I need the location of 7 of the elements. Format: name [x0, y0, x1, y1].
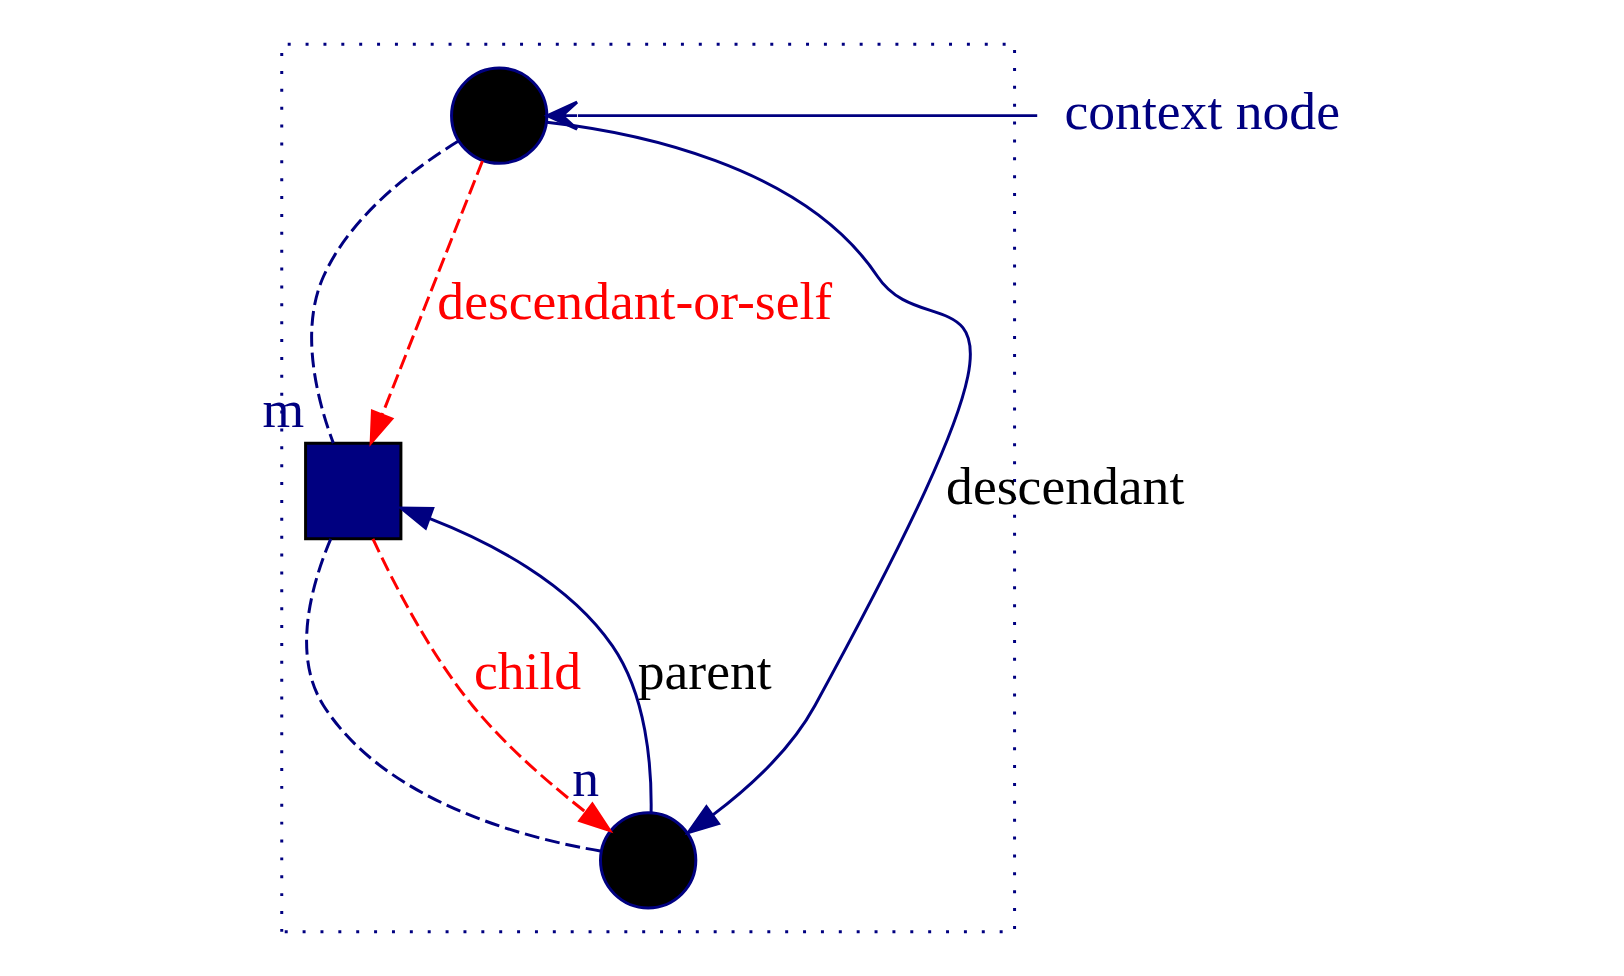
node-label: n [572, 748, 600, 809]
edge-label: parent [637, 640, 772, 701]
edge-label: descendant [946, 456, 1185, 517]
edge-label: child [473, 640, 582, 701]
node-text: context node [1064, 80, 1340, 141]
node-label: m [262, 378, 305, 439]
edge-label: descendant-or-self [437, 271, 833, 332]
